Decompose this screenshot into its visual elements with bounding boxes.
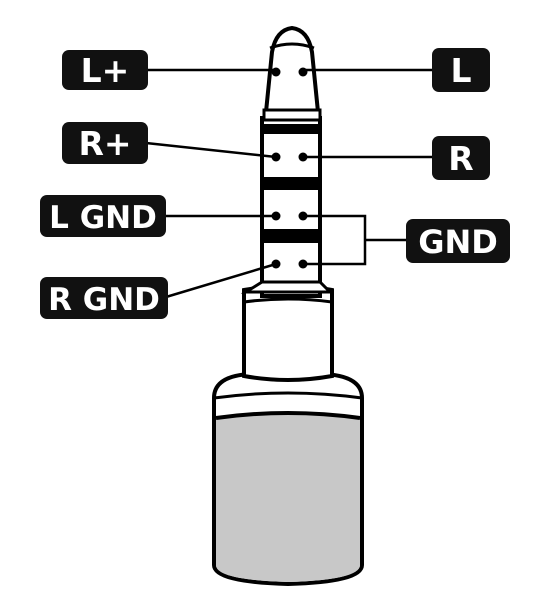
label-gnd: GND [406, 219, 510, 263]
label-l-plus-text: L+ [81, 51, 130, 90]
insulator-ring-3 [262, 229, 320, 243]
plug-tip [262, 25, 322, 122]
leader-line-r-plus [145, 141, 277, 159]
plug-sleeve [212, 372, 364, 587]
label-r-text: R [448, 139, 473, 178]
label-l-plus: L+ [62, 50, 148, 90]
plug-collar [242, 284, 334, 382]
label-r: R [432, 136, 490, 180]
label-r-plus: R+ [62, 122, 148, 164]
label-r-gnd-text: R GND [48, 282, 160, 318]
label-l: L [432, 48, 490, 92]
leader-lines [145, 68, 432, 299]
label-l-gnd-text: L GND [49, 200, 157, 236]
label-r-plus-text: R+ [78, 124, 131, 163]
label-r-gnd: R GND [40, 277, 168, 319]
leader-line-r-gnd [165, 262, 277, 299]
insulator-ring-1 [262, 124, 320, 134]
insulator-ring-2 [262, 177, 320, 190]
label-gnd-text: GND [418, 223, 498, 261]
label-l-gnd: L GND [40, 195, 166, 237]
label-l-text: L [450, 51, 471, 90]
